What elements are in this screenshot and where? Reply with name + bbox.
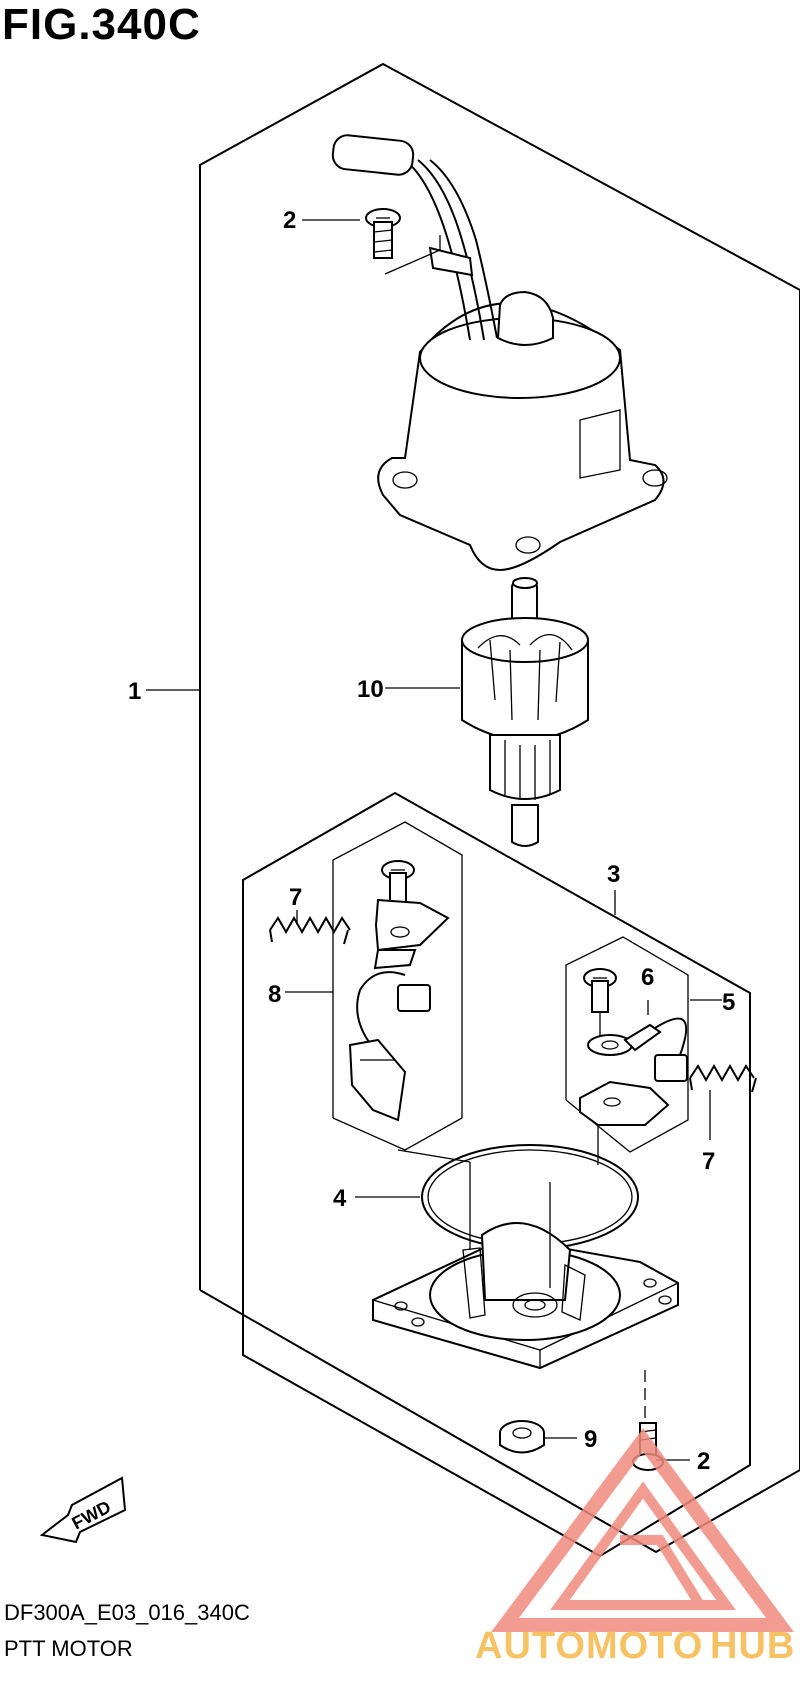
brush-holder-box-5 — [565, 936, 689, 1153]
armature-10 — [461, 577, 589, 847]
assembly-outline-1 — [199, 62, 800, 1554]
washer-9 — [499, 1420, 545, 1454]
callout-8: 8 — [268, 981, 281, 1008]
o-ring-4 — [421, 1144, 639, 1250]
figure-title: FIG.340C — [2, 0, 201, 49]
watermark-logo: AUTOMOTO HUB — [475, 1428, 795, 1667]
brush-5-terminal-6 — [579, 1017, 688, 1126]
screw-box-5 — [583, 968, 617, 1040]
callout-3: 3 — [607, 861, 620, 888]
watermark-text-main: AUTOMOTO — [475, 1625, 703, 1667]
callout-10: 10 — [357, 676, 384, 703]
callout-1: 1 — [128, 678, 141, 705]
spring-7-right — [689, 1063, 757, 1093]
screw-2-top — [365, 208, 441, 275]
fwd-arrow: FWD — [39, 1476, 127, 1544]
callout-7-left: 7 — [289, 884, 302, 911]
callout-7-right: 7 — [702, 1148, 715, 1175]
callout-6: 6 — [641, 964, 654, 991]
brush-8 — [348, 971, 431, 1122]
figure-code: DF300A_E03_016_340C — [4, 1600, 250, 1625]
brush-holder-box-8 — [332, 821, 463, 1151]
callout-2-top: 2 — [283, 207, 296, 234]
callout-4: 4 — [333, 1185, 347, 1212]
callout-9: 9 — [584, 1426, 597, 1453]
figure-name: PTT MOTOR — [4, 1636, 133, 1661]
callout-5: 5 — [722, 989, 735, 1016]
brush-plate-8 — [373, 898, 450, 970]
end-cover — [372, 1222, 679, 1370]
spring-7-left — [269, 915, 351, 945]
motor-housing — [377, 290, 668, 572]
watermark-text-hub: HUB — [710, 1625, 795, 1667]
assembly-guides — [397, 1125, 646, 1430]
assembly-outline-3 — [242, 791, 751, 1558]
motor-cable — [331, 134, 498, 341]
callout-leaders — [146, 219, 722, 1461]
callout-2-bottom: 2 — [697, 1448, 710, 1475]
